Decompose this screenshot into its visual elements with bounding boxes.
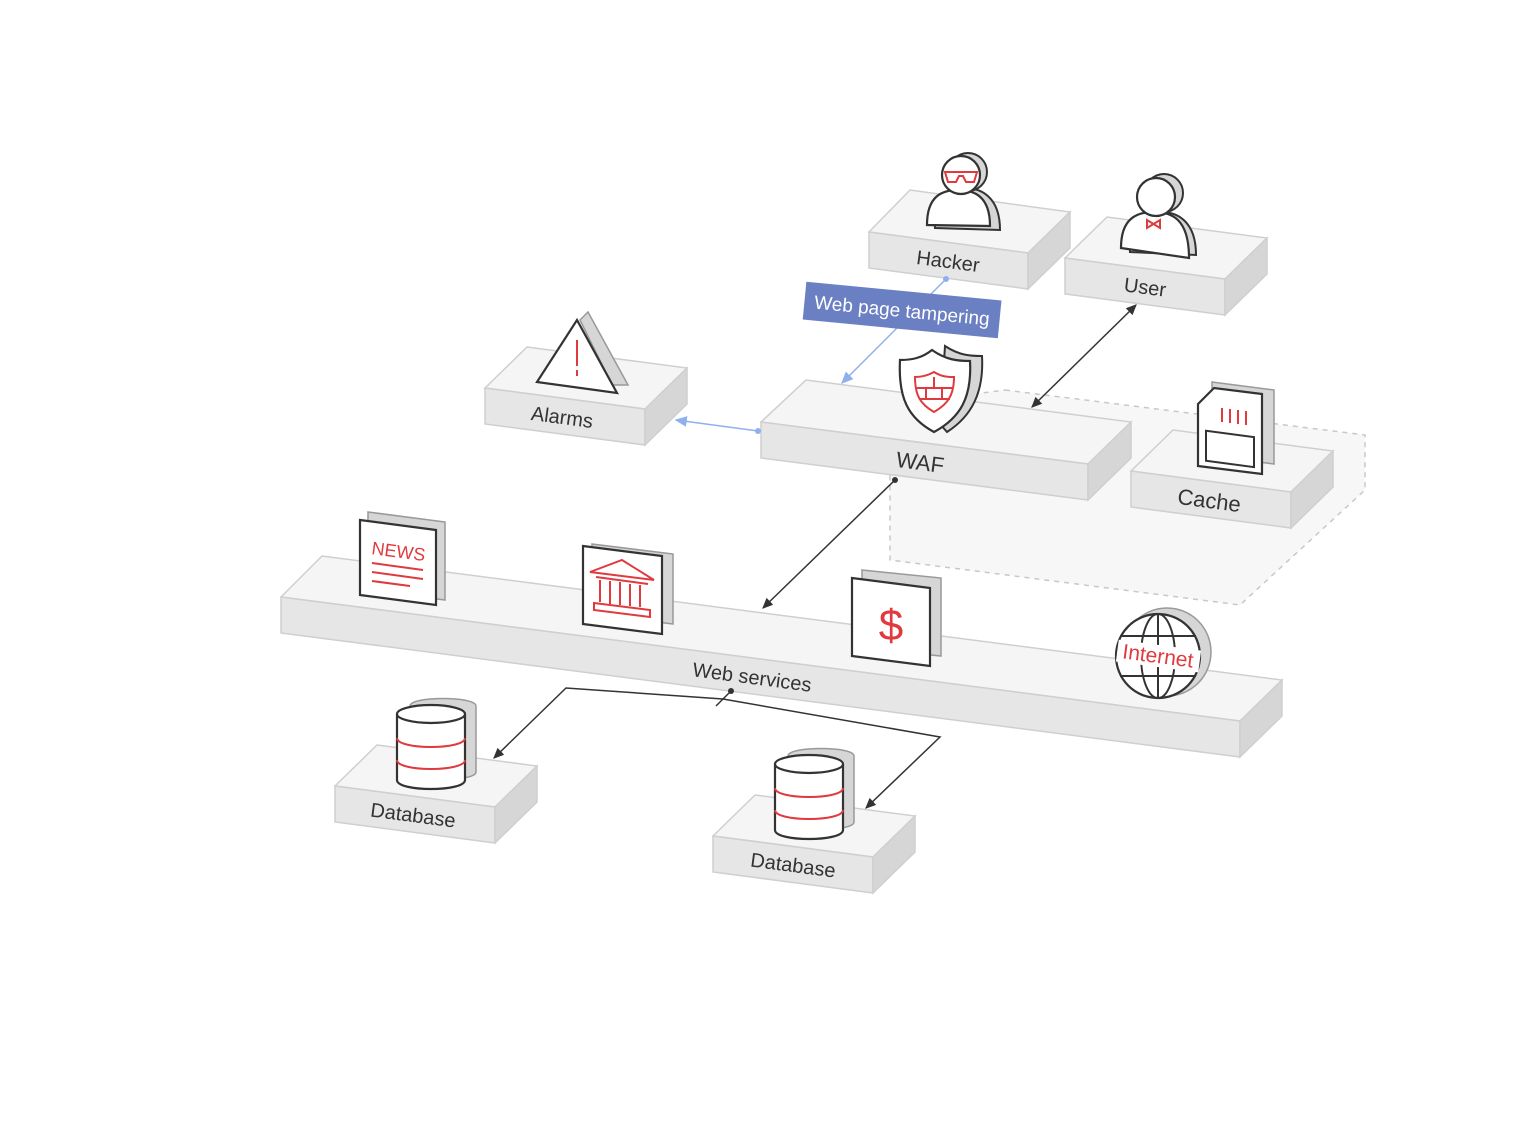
web-page-tampering-tag: Web page tampering: [802, 281, 1002, 339]
database-node-2[interactable]: Database: [711, 747, 917, 895]
warning-triangle-icon: [535, 310, 630, 395]
database-cylinder-icon-2: [773, 747, 855, 841]
sd-card-icon: [1196, 381, 1275, 476]
dollar-icon-text: $: [879, 601, 903, 650]
web-services-node[interactable]: Web services: [279, 555, 1284, 759]
hacker-node[interactable]: Hacker: [867, 152, 1072, 291]
web-services-to-databases-link: [493, 687, 942, 809]
waf-to-alarms-link: [674, 416, 761, 434]
waf-node[interactable]: WAF: [759, 344, 1133, 502]
database-cylinder-icon-1: [395, 697, 477, 791]
user-person-icon: [1119, 173, 1198, 260]
shield-icon: [898, 344, 984, 434]
dollar-icon: $: [850, 569, 942, 668]
cache-node[interactable]: Cache: [1129, 381, 1335, 530]
user-waf-link: [1031, 304, 1137, 408]
internet-globe-icon: Internet: [1114, 607, 1212, 700]
news-icon: NEWS: [358, 511, 446, 607]
user-node[interactable]: User: [1063, 173, 1269, 317]
bank-icon: [581, 543, 674, 636]
alarms-node[interactable]: Alarms: [483, 310, 689, 447]
waf-to-web-services-link: [762, 477, 898, 609]
hacker-person-icon: [925, 152, 1002, 232]
database-node-1[interactable]: Database: [333, 697, 539, 845]
waf-label: WAF: [895, 447, 946, 478]
